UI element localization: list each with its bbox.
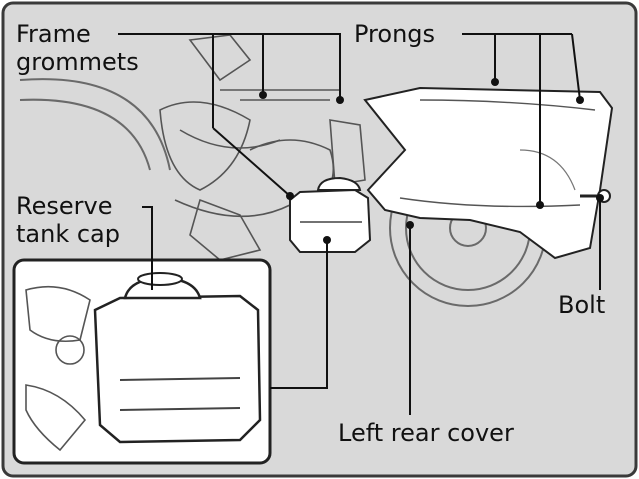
cover-contour-bottom — [399, 197, 581, 208]
cover-contour-top — [419, 99, 596, 111]
label-prongs: Prongs — [352, 20, 438, 48]
label-frame-grommets-line2: grommets — [14, 48, 141, 76]
reserve-tank — [289, 176, 372, 253]
left-wheel-arc — [19, 78, 171, 171]
label-reserve-tank-cap-line1: Reserve — [14, 192, 115, 220]
left-rear-cover-shape — [363, 86, 614, 260]
reserve-tank-inset — [12, 258, 272, 465]
label-bolt: Bolt — [556, 291, 608, 319]
label-reserve-tank-cap-line2: tank cap — [14, 220, 122, 248]
callout-dots — [259, 78, 604, 244]
label-frame-grommets-line1: Frame — [14, 20, 93, 48]
label-left-rear-cover: Left rear cover — [336, 419, 516, 447]
callout-lines — [118, 33, 601, 415]
cover-contour-mid — [519, 149, 576, 191]
